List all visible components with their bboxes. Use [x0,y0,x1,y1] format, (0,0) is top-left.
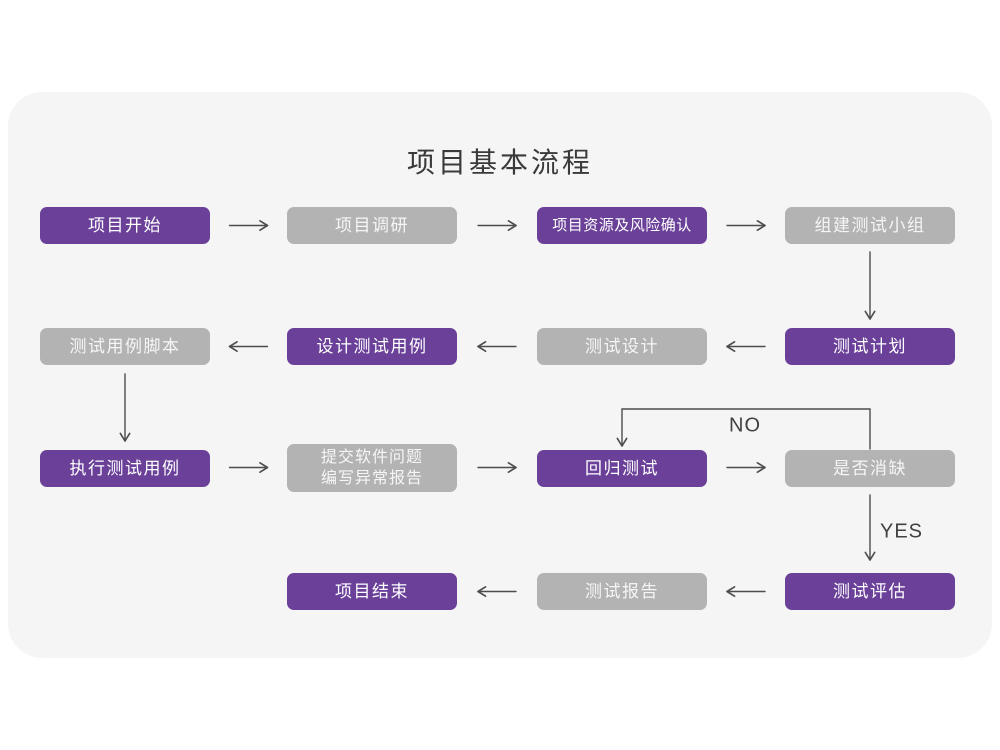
node-regression-test: 回归测试 [537,450,707,487]
node-resources-risk-confirm: 项目资源及风险确认 [537,207,707,244]
node-design-test-cases: 设计测试用例 [287,328,457,365]
node-project-end: 项目结束 [287,573,457,610]
node-test-case-scripts: 测试用例脚本 [40,328,210,365]
node-test-design: 测试设计 [537,328,707,365]
flowchart-card [8,92,992,658]
node-project-start: 项目开始 [40,207,210,244]
edge-label-no: NO [729,414,761,437]
node-execute-test-cases: 执行测试用例 [40,450,210,487]
node-submit-issues-report: 提交软件问题 编写异常报告 [287,444,457,492]
edge-label-yes: YES [880,520,924,543]
node-defect-cleared-decision: 是否消缺 [785,450,955,487]
node-test-report: 测试报告 [537,573,707,610]
page-title: 项目基本流程 [406,147,593,178]
node-test-plan: 测试计划 [785,328,955,365]
node-test-evaluation: 测试评估 [785,573,955,610]
node-build-test-team: 组建测试小组 [785,207,955,244]
node-project-research: 项目调研 [287,207,457,244]
